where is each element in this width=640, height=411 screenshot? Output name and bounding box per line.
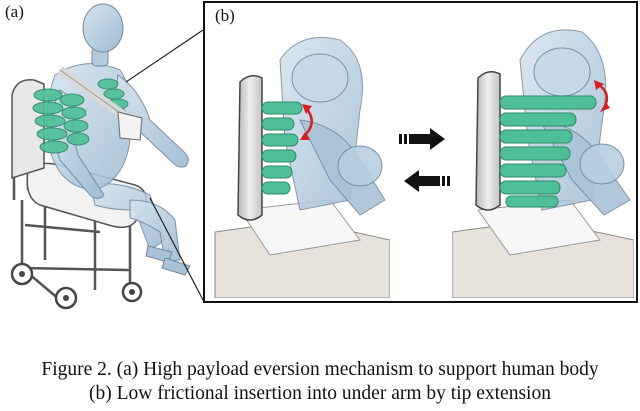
caption-line-1: Figure 2. (a) High payload eversion mech… xyxy=(41,359,599,380)
panel-a-illustration xyxy=(10,3,191,310)
caption-line-2: (b) Low frictional insertion into under … xyxy=(89,383,551,404)
transition-arrows xyxy=(399,128,450,192)
figure-caption: Figure 2. (a) High payload eversion mech… xyxy=(0,358,640,406)
panel-label-a: (a) xyxy=(5,2,24,21)
panel-label-b: (b) xyxy=(215,6,235,25)
panel-b-scene-retracted xyxy=(214,37,390,298)
callout-line-top xyxy=(125,29,204,83)
figure-illustration xyxy=(10,1,638,310)
panel-b-scene-extended xyxy=(452,29,634,298)
callout-line-bottom xyxy=(149,197,204,301)
